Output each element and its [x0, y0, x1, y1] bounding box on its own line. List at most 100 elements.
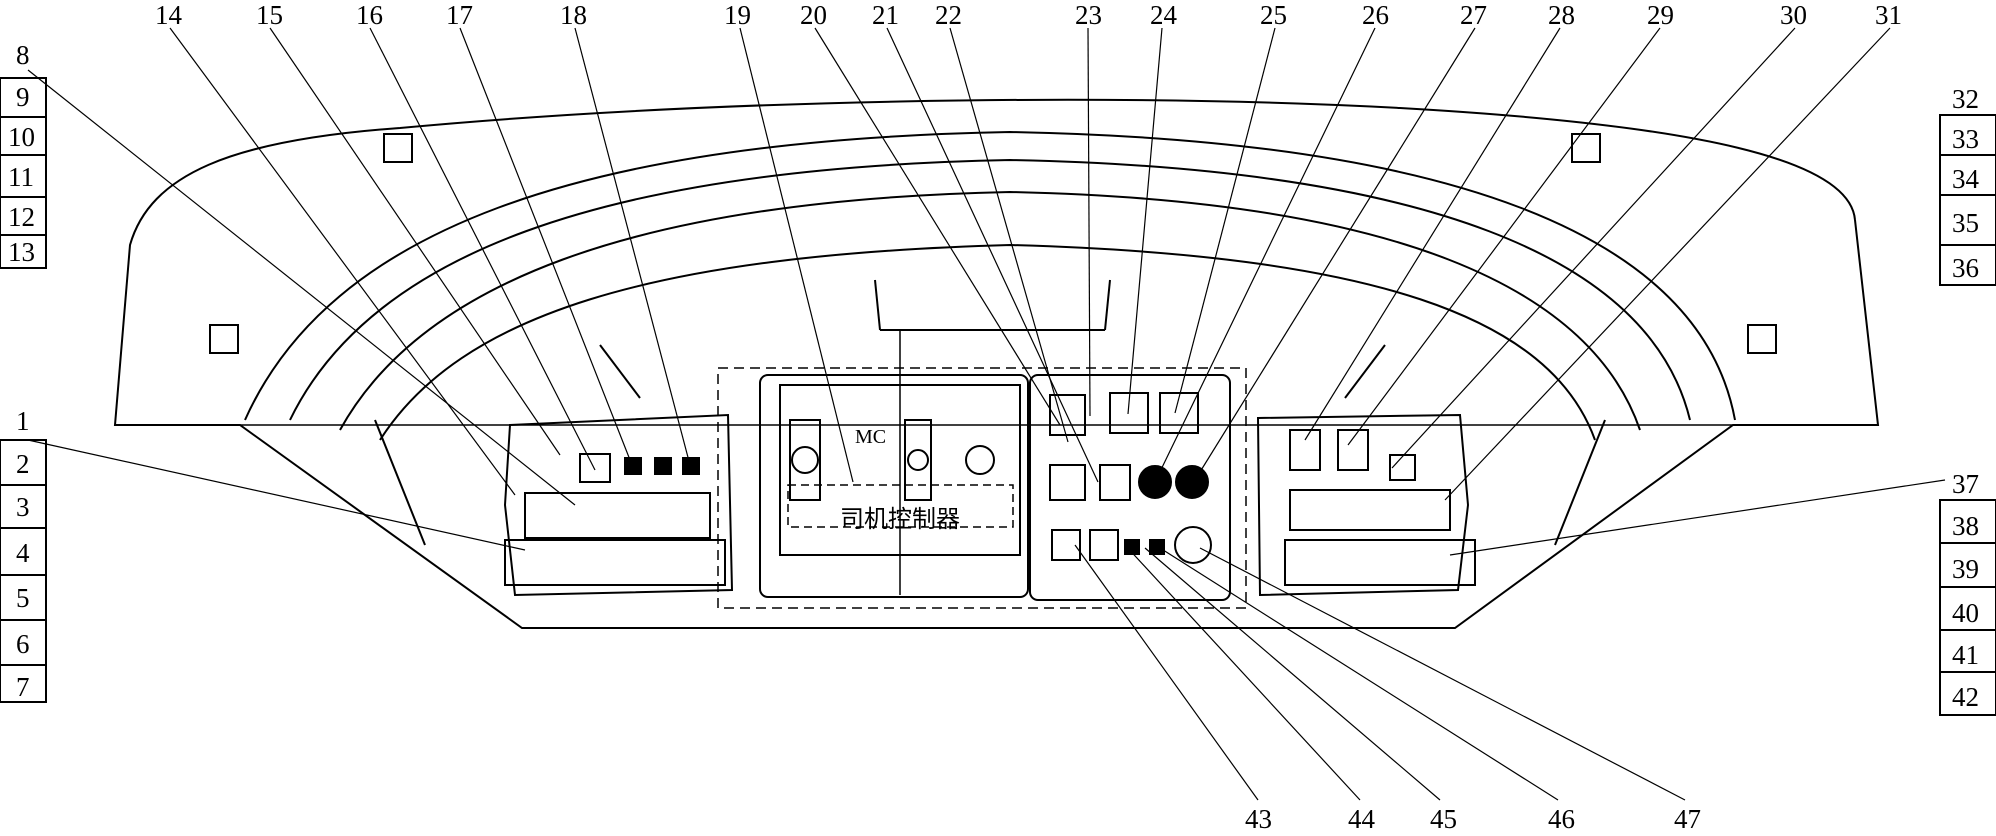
top-callouts: 14 15 16 17 18 19 20 21 22 23 24 25 26 2… [155, 0, 1902, 30]
leader-line-21 [1449, 479, 1946, 556]
label-40: 40 [1952, 598, 1979, 628]
leader-line-7 [814, 27, 1061, 426]
mid-right-socket-2 [1099, 464, 1131, 501]
label-39: 39 [1952, 554, 1979, 584]
callout-18: 18 [560, 0, 587, 30]
callout-44: 44 [1348, 804, 1376, 834]
label-6: 6 [16, 629, 30, 659]
callout-28: 28 [1548, 0, 1575, 30]
leader-line-3 [369, 27, 596, 471]
leader-line-24 [1144, 547, 1441, 801]
left-led-2 [654, 457, 672, 475]
left-terminal-row-2 [504, 539, 726, 586]
arc-4 [379, 243, 1596, 441]
callout-20: 20 [800, 0, 827, 30]
leader-line-22 [1074, 544, 1259, 801]
callout-31: 31 [1875, 0, 1902, 30]
callout-25: 25 [1260, 0, 1287, 30]
leader-line-4 [459, 27, 633, 466]
left-panel [503, 413, 734, 597]
label-13: 13 [8, 237, 35, 267]
mid-right-led-2 [1149, 539, 1165, 555]
callout-19: 19 [724, 0, 751, 30]
label-9: 9 [16, 82, 30, 112]
bottom-callouts: 43 44 45 46 47 [1245, 804, 1701, 834]
left-table-boxes [0, 77, 47, 703]
right-relay-3 [1389, 454, 1416, 481]
leader-line-11 [1127, 27, 1163, 415]
mid-right-term-2 [1089, 529, 1119, 561]
controller-lever-1 [789, 419, 821, 501]
mid-right-switch-2 [1109, 392, 1149, 434]
mid-right-knob [1174, 526, 1212, 564]
callout-46: 46 [1548, 804, 1575, 834]
left-table-labels: 8 9 10 11 12 13 1 2 3 4 5 6 7 [8, 40, 35, 702]
label-42: 42 [1952, 682, 1979, 712]
label-5: 5 [16, 583, 30, 613]
arc-3 [339, 190, 1641, 431]
label-41: 41 [1952, 640, 1979, 670]
callout-29: 29 [1647, 0, 1674, 30]
callout-14: 14 [155, 0, 183, 30]
arc-1 [244, 130, 1736, 421]
controller-name: 司机控制器 [840, 505, 960, 533]
left-relay [579, 453, 611, 483]
callout-47: 47 [1674, 804, 1701, 834]
controller-lever-2 [904, 419, 932, 501]
left-led-1 [624, 457, 642, 475]
leader-line-1 [169, 27, 516, 496]
right-panel [1256, 413, 1470, 597]
label-34: 34 [1952, 164, 1980, 194]
leader-line-10 [1087, 27, 1091, 417]
right-terminal-row-1 [1289, 489, 1451, 531]
callout-23: 23 [1075, 0, 1102, 30]
callout-17: 17 [446, 0, 473, 30]
label-37: 37 [1952, 469, 1979, 499]
rib-left-2 [599, 344, 641, 399]
marker-square-2 [1571, 133, 1601, 163]
right-terminal-row-2 [1284, 539, 1476, 586]
leader-line-13 [1154, 27, 1376, 483]
right-table-labels: 32 33 34 35 36 37 38 39 40 41 42 [1952, 84, 1980, 712]
leader-line-23 [1124, 544, 1361, 801]
leader-line-17 [1391, 27, 1796, 469]
rib-left [374, 419, 426, 546]
right-table-boxes [1939, 114, 1996, 716]
left-terminal-row-1 [524, 492, 711, 539]
label-2: 2 [16, 449, 30, 479]
right-relay-1 [1289, 429, 1321, 471]
label-10: 10 [8, 122, 35, 152]
leader-line-19 [27, 69, 576, 506]
leader-line-16 [1347, 27, 1661, 446]
marker-square-4 [1747, 324, 1777, 354]
controller-outer [759, 374, 1029, 598]
leader-line-9 [949, 27, 1069, 443]
label-38: 38 [1952, 511, 1979, 541]
leader-line-26 [1199, 547, 1686, 801]
controller-knob-2 [907, 449, 929, 471]
rib-mid-left [874, 279, 881, 331]
rib-right-2 [1344, 344, 1386, 399]
leader-line-12 [1174, 27, 1276, 414]
rib-right [1554, 419, 1606, 546]
arc-2 [289, 158, 1691, 421]
leader-lines [27, 27, 1946, 801]
leader-line-2 [269, 27, 561, 456]
leader-line-14 [1194, 27, 1476, 481]
left-led-3 [682, 457, 700, 475]
controller-switch [965, 445, 995, 475]
mid-right-led-1 [1124, 539, 1140, 555]
controller-code: MC [855, 426, 886, 448]
leader-line-20 [27, 439, 526, 551]
marker-square-1 [383, 133, 413, 163]
mid-right-panel [1029, 374, 1231, 601]
rib-mid-right [1104, 279, 1111, 331]
callout-45: 45 [1430, 804, 1457, 834]
mid-right-dial-2 [1175, 465, 1209, 499]
controller-knob-1 [791, 446, 819, 474]
callout-16: 16 [356, 0, 383, 30]
leader-line-6 [739, 27, 854, 483]
mid-right-socket-1 [1049, 464, 1086, 501]
label-1: 1 [16, 406, 30, 436]
